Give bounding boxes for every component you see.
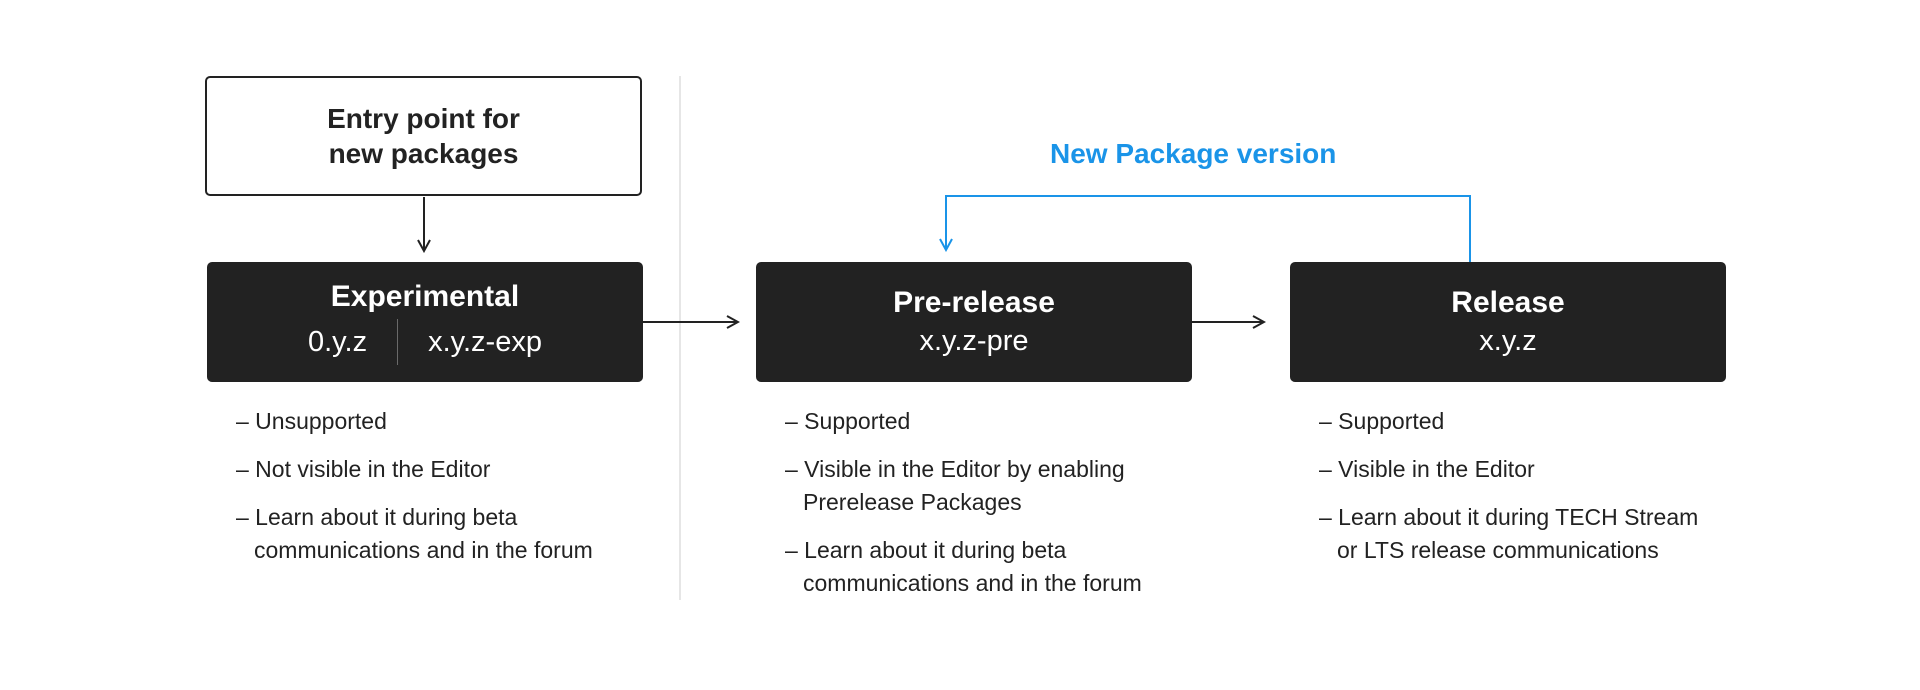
list-item: – Learn about it during TECH Stream or L… bbox=[1319, 504, 1699, 563]
experimental-versions: 0.y.z x.y.z-exp bbox=[308, 319, 542, 365]
list-item: – Visible in the Editor bbox=[1319, 456, 1535, 482]
version-divider bbox=[397, 319, 399, 365]
list-item: – Supported bbox=[1319, 408, 1445, 434]
prerelease-title: Pre-release bbox=[893, 286, 1055, 319]
prerelease-box: Pre-release x.y.z-pre bbox=[756, 262, 1192, 382]
experimental-bullets: – Unsupported – Not visible in the Edito… bbox=[236, 405, 593, 582]
new-package-version-label: New Package version bbox=[1050, 138, 1337, 169]
entry-point-box: Entry point for new packages bbox=[205, 76, 642, 196]
list-item: – Visible in the Editor by enabling Prer… bbox=[785, 456, 1125, 515]
release-bullets: – Supported – Visible in the Editor – Le… bbox=[1319, 405, 1698, 582]
release-box: Release x.y.z bbox=[1290, 262, 1726, 382]
list-item: – Supported bbox=[785, 408, 911, 434]
list-item: – Not visible in the Editor bbox=[236, 456, 491, 482]
release-title: Release bbox=[1451, 286, 1565, 319]
experimental-box: Experimental 0.y.z x.y.z-exp bbox=[207, 262, 643, 382]
experimental-version-0: 0.y.z bbox=[308, 326, 368, 358]
experimental-version-exp: x.y.z-exp bbox=[428, 326, 542, 358]
list-item: – Unsupported bbox=[236, 408, 387, 434]
list-item: – Learn about it during beta communicati… bbox=[236, 504, 593, 563]
experimental-title: Experimental bbox=[330, 280, 520, 313]
entry-point-line-2: new packages bbox=[328, 138, 519, 169]
arrow-release-to-prerelease-loop bbox=[946, 195, 1471, 262]
list-item: – Learn about it during beta communicati… bbox=[785, 537, 1142, 596]
prerelease-version: x.y.z-pre bbox=[919, 325, 1029, 357]
release-version: x.y.z bbox=[1479, 325, 1537, 357]
prerelease-bullets: – Supported – Visible in the Editor by e… bbox=[785, 405, 1142, 615]
entry-point-line-1: Entry point for bbox=[327, 103, 520, 134]
